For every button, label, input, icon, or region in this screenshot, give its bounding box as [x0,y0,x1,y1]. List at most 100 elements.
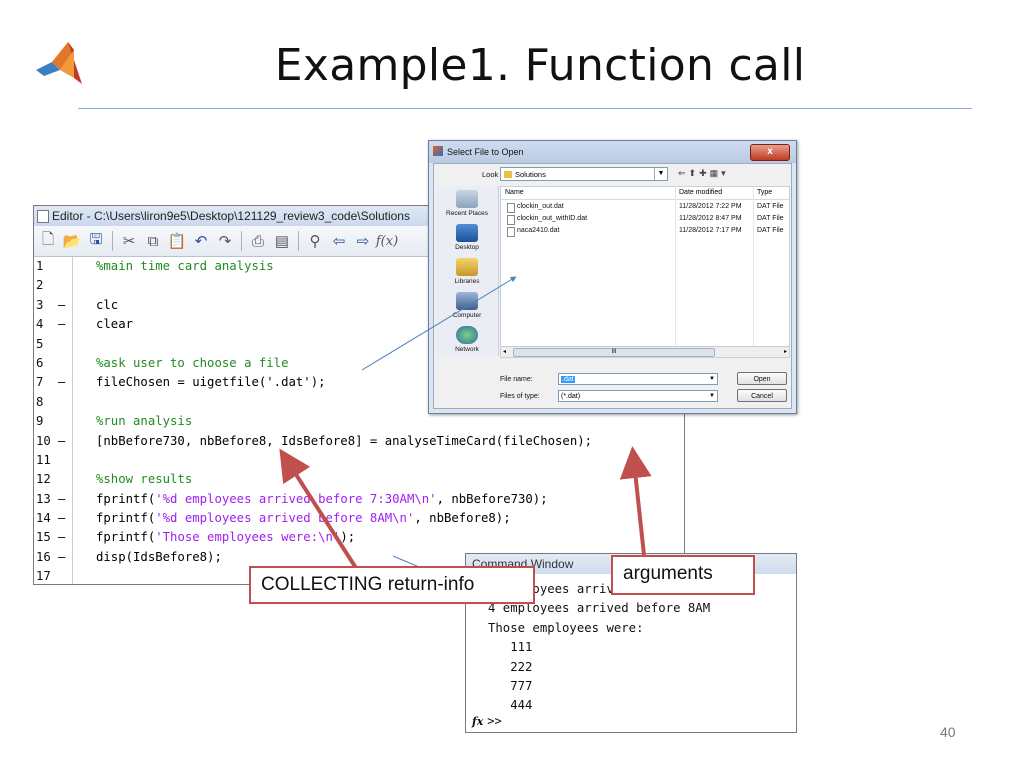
code-line: 9%run analysis [34,412,684,431]
back-icon[interactable]: ⇐ [678,168,689,178]
line-number[interactable]: 6 [36,355,44,370]
line-number[interactable]: 8 [36,394,44,409]
file-type: DAT File [757,227,784,234]
toolbar-separator [112,231,113,251]
dialog-nav-icons[interactable]: ⇐⬆✚▦▾ [678,168,729,179]
code-text: fprintf('Those employees were:\n'); [96,528,355,547]
breakpoint-dash[interactable]: – [58,491,66,506]
column-date[interactable]: Date modified [679,189,723,196]
command-prompt[interactable]: fx>> [472,714,502,728]
dialog-titlebar: Select File to Open x [429,141,796,163]
column-type[interactable]: Type [757,189,773,196]
line-number[interactable]: 4 [36,317,44,332]
copy-icon[interactable]: ⧉ [147,232,159,250]
line-number[interactable]: 10 [36,433,51,448]
horizontal-scrollbar[interactable]: ◂ III ▸ [501,346,789,357]
file-icon [507,227,515,237]
line-number[interactable]: 3 [36,297,44,312]
file-name: clockin_out_withID.dat [517,215,588,222]
place-recent[interactable]: Recent Places [436,190,498,217]
save-icon[interactable]: 🖫 [89,230,103,248]
network-icon [456,326,478,344]
line-number[interactable]: 1 [36,259,44,273]
column-divider [675,187,676,357]
place-computer[interactable]: Computer [436,292,498,319]
chevron-down-icon[interactable]: ▼ [709,393,715,399]
place-label: Recent Places [446,210,488,217]
forward-icon[interactable]: ⇨ [356,233,370,250]
line-number[interactable]: 17 [36,569,51,584]
line-number[interactable]: 9 [36,414,44,429]
line-number[interactable]: 16 [36,549,51,564]
place-label: Network [455,346,479,353]
scroll-right-icon[interactable]: ▸ [783,349,787,355]
look-in-select[interactable]: Solutions ▼ [500,167,668,181]
back-icon[interactable]: ⇦ [332,233,346,250]
chevron-down-icon[interactable]: ▼ [709,376,715,382]
place-libraries[interactable]: Libraries [436,258,498,285]
editor-file-icon [37,210,49,223]
breakpoint-dash[interactable]: – [58,511,66,526]
files-of-type-select[interactable]: (*.dat) ▼ [558,390,718,402]
undo-icon[interactable]: ↶ [194,233,208,250]
place-desktop[interactable]: Desktop [436,224,498,251]
line-number[interactable]: 2 [36,278,44,293]
breakpoint-dash[interactable]: – [58,317,66,332]
line-number[interactable]: 5 [36,336,44,351]
place-network[interactable]: Network [436,326,498,353]
breakpoint-dash[interactable]: – [58,530,66,545]
code-line: 10–[nbBefore730, nbBefore8, IdsBefore8] … [34,432,684,451]
scroll-left-icon[interactable]: ◂ [503,349,507,355]
file-open-dialog: Select File to Open x Look in: Solutions… [428,140,797,414]
leader-line-dialog [361,276,517,371]
code-line: 15– fprintf('Those employees were:\n'); [34,528,684,547]
breakpoint-dash[interactable]: – [58,375,66,390]
string-literal: 'Those employees were:\n' [155,530,341,545]
close-button[interactable]: x [750,144,790,161]
code-token: fprintf( [96,530,156,545]
open-folder-icon[interactable]: 📂 [62,233,82,250]
new-file-icon[interactable]: 🗋 [41,230,55,248]
fx-icon[interactable]: f(x) [375,233,399,249]
line-number[interactable]: 13 [36,491,51,506]
file-name-value: .dat [561,376,575,383]
desktop-icon [456,224,478,242]
scroll-thumb[interactable]: III [513,348,715,357]
paste-icon[interactable]: 📋 [167,233,187,250]
output-line: 222 [488,659,533,674]
file-list-header: Name Date modified Type [501,187,789,200]
redo-icon[interactable]: ↷ [218,233,232,250]
view-menu-icon[interactable]: ▦▾ [709,168,729,178]
comment-icon[interactable]: ▤ [274,233,290,250]
code-text: clear [96,317,134,332]
open-button[interactable]: Open [737,372,787,385]
column-name[interactable]: Name [505,189,524,196]
fx-icon[interactable]: fx [472,715,484,728]
code-token: fprintf( [96,491,156,506]
print-icon[interactable]: ⎙ [251,232,264,250]
chevron-down-icon[interactable]: ▼ [654,168,667,180]
file-name-input[interactable]: .dat ▼ [558,373,718,385]
breakpoint-dash[interactable]: – [58,297,66,312]
breakpoint-dash[interactable]: – [58,549,66,564]
line-number[interactable]: 7 [36,375,44,390]
code-line: 11 [34,451,684,470]
find-icon[interactable]: ⚲ [309,233,321,250]
breakpoint-dash[interactable]: – [58,433,66,448]
line-number[interactable]: 11 [36,452,51,467]
arrow-return-info [279,448,358,570]
cancel-button[interactable]: Cancel [737,389,787,402]
up-folder-icon[interactable]: ⬆ [688,168,700,178]
cut-icon[interactable]: ✂ [122,233,136,250]
line-number[interactable]: 14 [36,511,51,526]
line-number[interactable]: 12 [36,472,51,487]
code-line: 17 [34,567,684,584]
code-line: 4– clear [34,315,684,334]
line-number[interactable]: 15 [36,530,51,545]
new-folder-icon[interactable]: ✚ [699,168,710,178]
